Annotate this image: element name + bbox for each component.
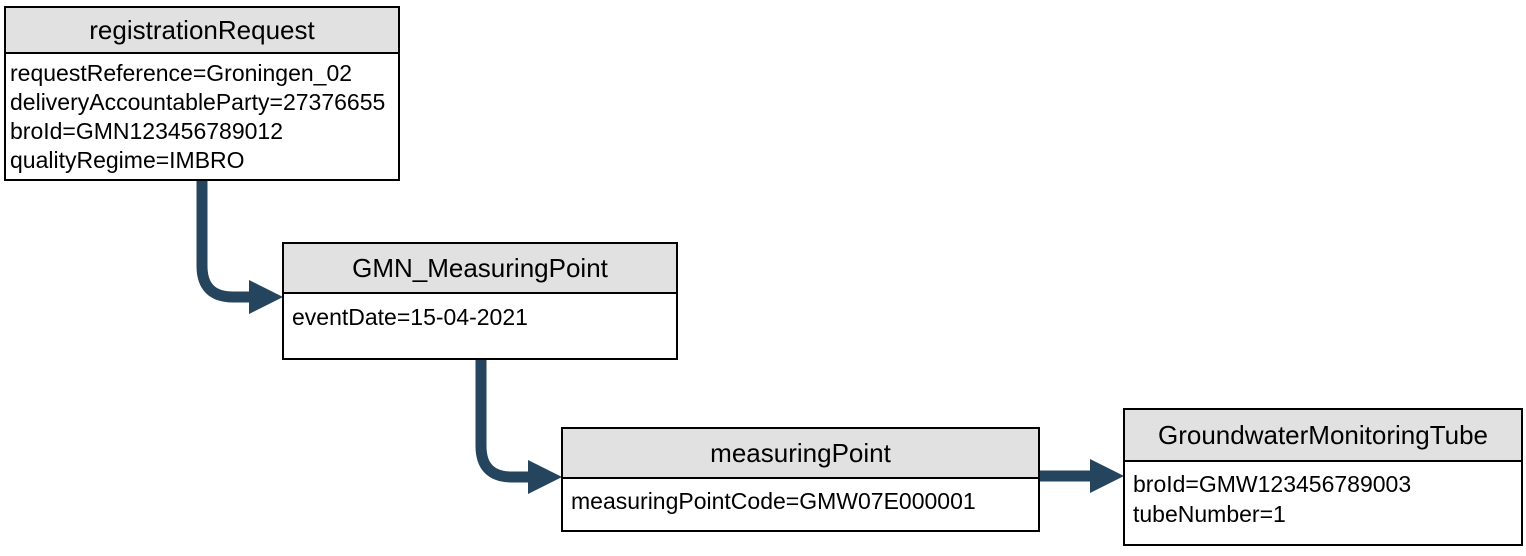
node-attributes: measuringPointCode=GMW07E000001 — [563, 479, 1038, 516]
connector-registrationRequest-to-GMN_MeasuringPoint — [196, 181, 283, 314]
attribute-line: requestReference=Groningen_02 — [10, 60, 353, 86]
connector-GMN_MeasuringPoint-to-measuringPoint — [475, 360, 562, 494]
node-groundwater-monitoring-tube: GroundwaterMonitoringTube broId=GMW12345… — [1123, 408, 1523, 546]
arrowhead-icon — [528, 460, 562, 494]
attribute-line: qualityRegime=IMBRO — [10, 147, 245, 173]
node-measuring-point: measuringPoint measuringPointCode=GMW07E… — [561, 427, 1040, 532]
node-attributes: eventDate=15-04-2021 — [284, 294, 676, 332]
attribute-line: deliveryAccountableParty=27376655 — [10, 89, 386, 115]
node-title: registrationRequest — [6, 8, 398, 54]
connector-elbow-line — [196, 181, 250, 303]
attribute-line: broId=GMW123456789003 — [1133, 471, 1412, 497]
arrowhead-icon — [249, 280, 283, 314]
node-attributes: broId=GMW123456789003 tubeNumber=1 — [1125, 462, 1521, 529]
node-title: GroundwaterMonitoringTube — [1125, 410, 1521, 462]
attribute-line: tubeNumber=1 — [1133, 501, 1286, 527]
connector-elbow-line — [475, 360, 529, 483]
node-title: measuringPoint — [563, 429, 1038, 479]
node-title: GMN_MeasuringPoint — [284, 244, 676, 294]
node-registration-request: registrationRequest requestReference=Gro… — [4, 6, 400, 181]
arrowhead-icon — [1090, 459, 1124, 493]
node-gmn-measuring-point: GMN_MeasuringPoint eventDate=15-04-2021 — [282, 242, 678, 360]
connector-measuringPoint-to-GroundwaterMonitoringTube — [1040, 459, 1124, 493]
attribute-line: broId=GMN123456789012 — [10, 118, 284, 144]
node-attributes: requestReference=Groningen_02 deliveryAc… — [6, 54, 398, 175]
attribute-line: eventDate=15-04-2021 — [292, 304, 528, 330]
attribute-line: measuringPointCode=GMW07E000001 — [571, 488, 976, 514]
